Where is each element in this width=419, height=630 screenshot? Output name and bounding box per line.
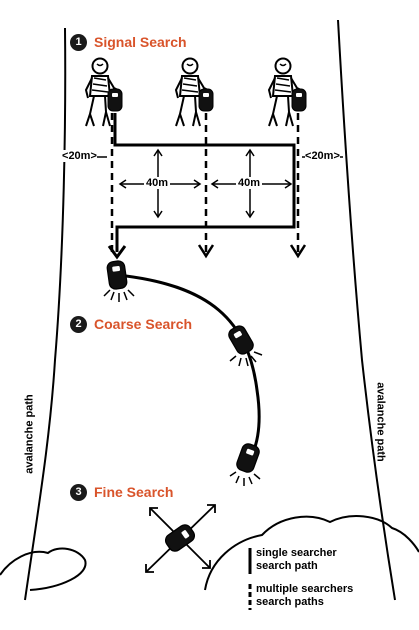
- signal-rays-icon: [229, 351, 263, 367]
- arrow-icon: [145, 564, 154, 573]
- arrow-icon: [207, 504, 216, 513]
- single-searcher-path: [113, 113, 296, 252]
- coarse-search-arc: [117, 273, 261, 459]
- legend-multiple-line1: multiple searchers: [256, 583, 354, 595]
- arrow-icon: [245, 148, 255, 219]
- arrow-icon: [197, 244, 215, 259]
- left-edge-dimension: <20m>: [62, 150, 97, 162]
- beacon-icon: [105, 259, 129, 291]
- legend-multiple-line2: search paths: [256, 596, 324, 608]
- right-edge-dimension: <20m>: [305, 150, 340, 162]
- spacing-right-dimension: 40m: [236, 177, 263, 189]
- arrow-icon: [118, 179, 202, 189]
- avalanche-path-label-right: avalanche path: [374, 382, 387, 462]
- snow-mound-icon: [204, 515, 419, 591]
- spacing-left-dimension: 40m: [144, 177, 171, 189]
- step-1-title: Signal Search: [94, 34, 187, 50]
- beacon-icon: [291, 88, 307, 112]
- arrow-icon: [210, 179, 293, 189]
- step-3-title: Fine Search: [94, 484, 174, 500]
- avalanche-path-left-edge: [24, 27, 67, 601]
- step-3-number: 3: [70, 484, 87, 501]
- beacon-icon: [225, 323, 257, 357]
- avalanche-path-label-left: avalanche path: [23, 394, 36, 474]
- legend-multiple-label: multiple searchers search paths: [256, 583, 353, 609]
- arrow-icon: [153, 148, 163, 219]
- step-2-title: Coarse Search: [94, 316, 193, 332]
- legend-single-label: single searcher search path: [256, 547, 337, 573]
- arrow-icon: [289, 244, 307, 259]
- snow-mound-icon: [0, 547, 87, 591]
- step-1-number: 1: [70, 34, 87, 51]
- signal-rays-icon: [103, 289, 135, 302]
- step-2-number: 2: [70, 316, 87, 333]
- signal-rays-icon: [229, 471, 261, 486]
- arrow-icon: [202, 560, 211, 569]
- beacon-icon: [234, 441, 262, 475]
- avalanche-path-right-edge: [337, 19, 396, 601]
- legend-single-line2: search path: [256, 560, 318, 572]
- beacon-icon: [107, 88, 123, 112]
- legend-single-line1: single searcher: [256, 547, 337, 559]
- arrow-icon: [149, 507, 158, 516]
- beacon-icon: [198, 88, 214, 112]
